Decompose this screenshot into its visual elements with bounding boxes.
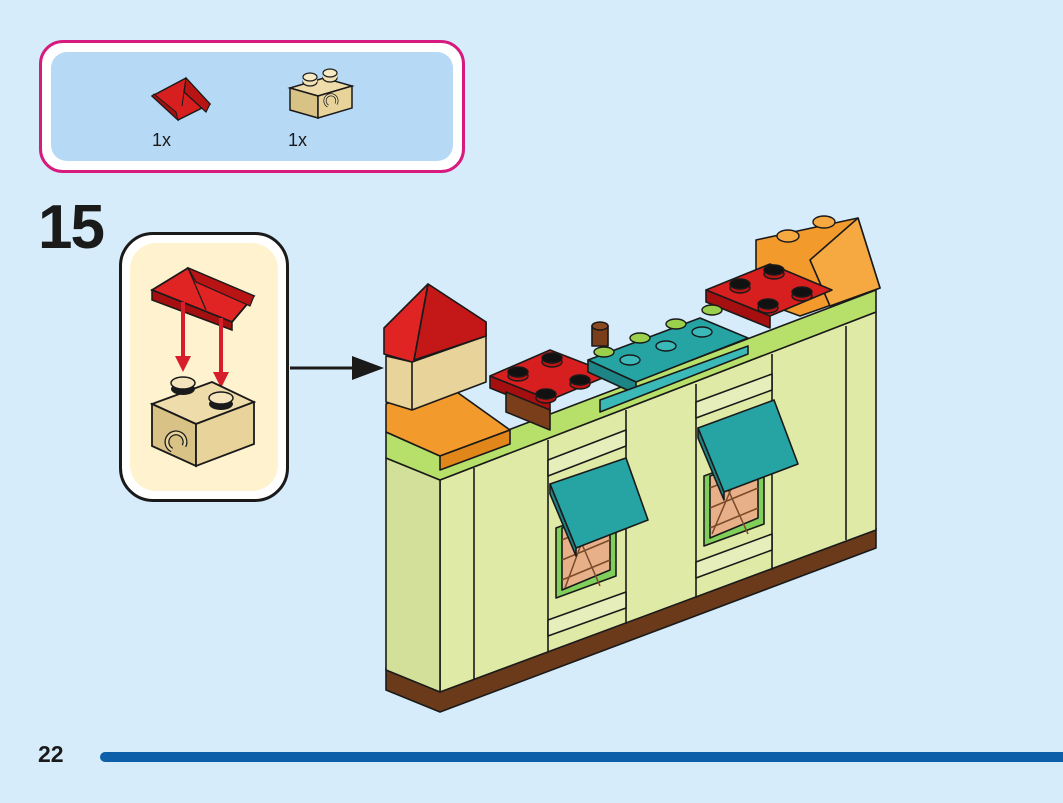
page-number: 22 <box>38 741 64 767</box>
callout-tan-brick <box>149 376 257 468</box>
arrow-down-icon <box>213 318 229 388</box>
arrow-right-icon <box>290 356 384 380</box>
red-roof-slope-part <box>148 72 216 124</box>
part-quantity: 1x <box>152 130 172 150</box>
arrow-down-icon <box>175 302 191 372</box>
part-quantity: 1x <box>288 130 308 150</box>
studs <box>507 215 836 404</box>
tan-clip-brick-part <box>284 64 358 124</box>
progress-fill <box>100 752 1063 762</box>
parts-list-panel <box>51 52 453 161</box>
callout-roof-piece <box>149 266 256 332</box>
parts-list-box <box>39 40 465 173</box>
step-number: 15 <box>38 193 105 262</box>
progress-bar <box>100 752 1063 762</box>
